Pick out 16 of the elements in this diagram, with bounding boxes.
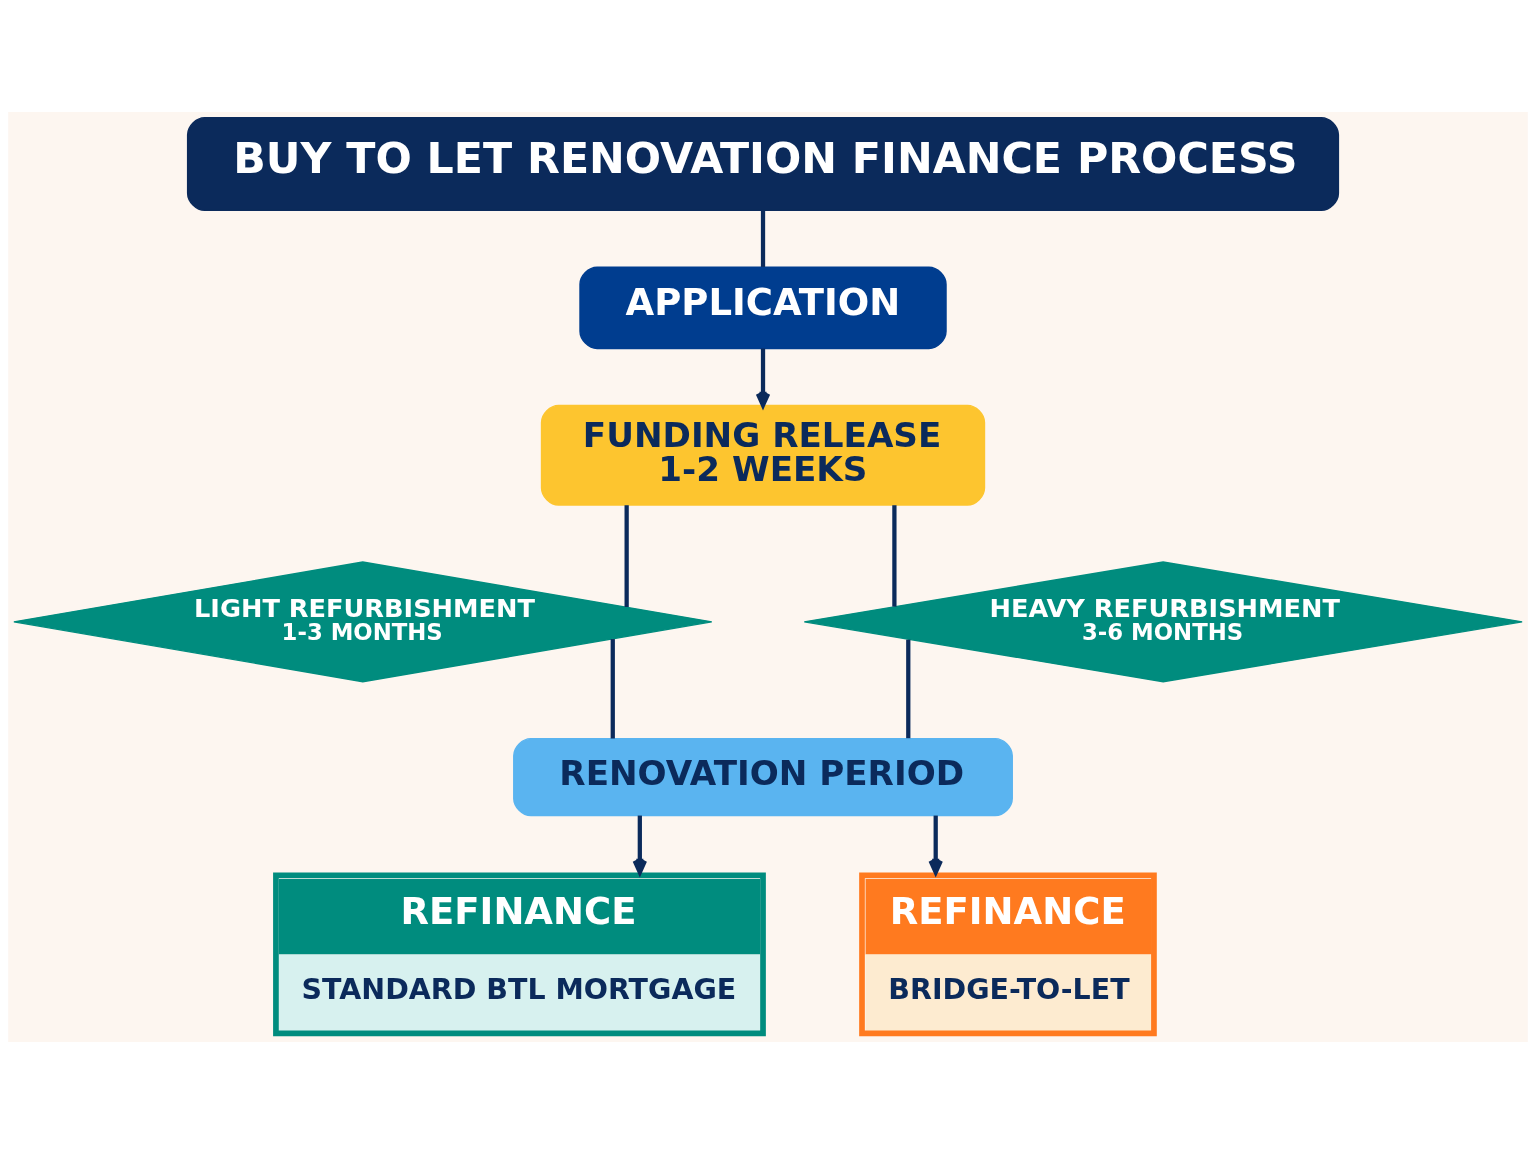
node-box: RENOVATION PERIOD <box>513 737 1013 817</box>
node-box: BUY TO LET RENOVATION FINANCE PROCESS <box>186 117 1340 211</box>
node-box: FUNDING RELEASE 1-2 WEEKS <box>540 404 986 506</box>
connector <box>624 505 629 607</box>
node-diamond: LIGHT REFURBISHMENT 1-3 MONTHS <box>13 561 713 683</box>
node-box: REFINANCE STANDARD BTL MORTGAGE <box>273 872 766 1037</box>
node-box: APPLICATION <box>579 266 947 350</box>
connector <box>892 505 897 607</box>
node-box: REFINANCE BRIDGE-TO-LET <box>859 872 1157 1037</box>
arrow <box>632 815 648 875</box>
arrow <box>755 348 771 408</box>
connector <box>610 639 615 739</box>
arrow <box>928 815 943 875</box>
connector <box>906 639 911 739</box>
node-diamond: HEAVY REFURBISHMENT 3-6 MONTHS <box>803 561 1523 683</box>
connector <box>760 210 766 267</box>
